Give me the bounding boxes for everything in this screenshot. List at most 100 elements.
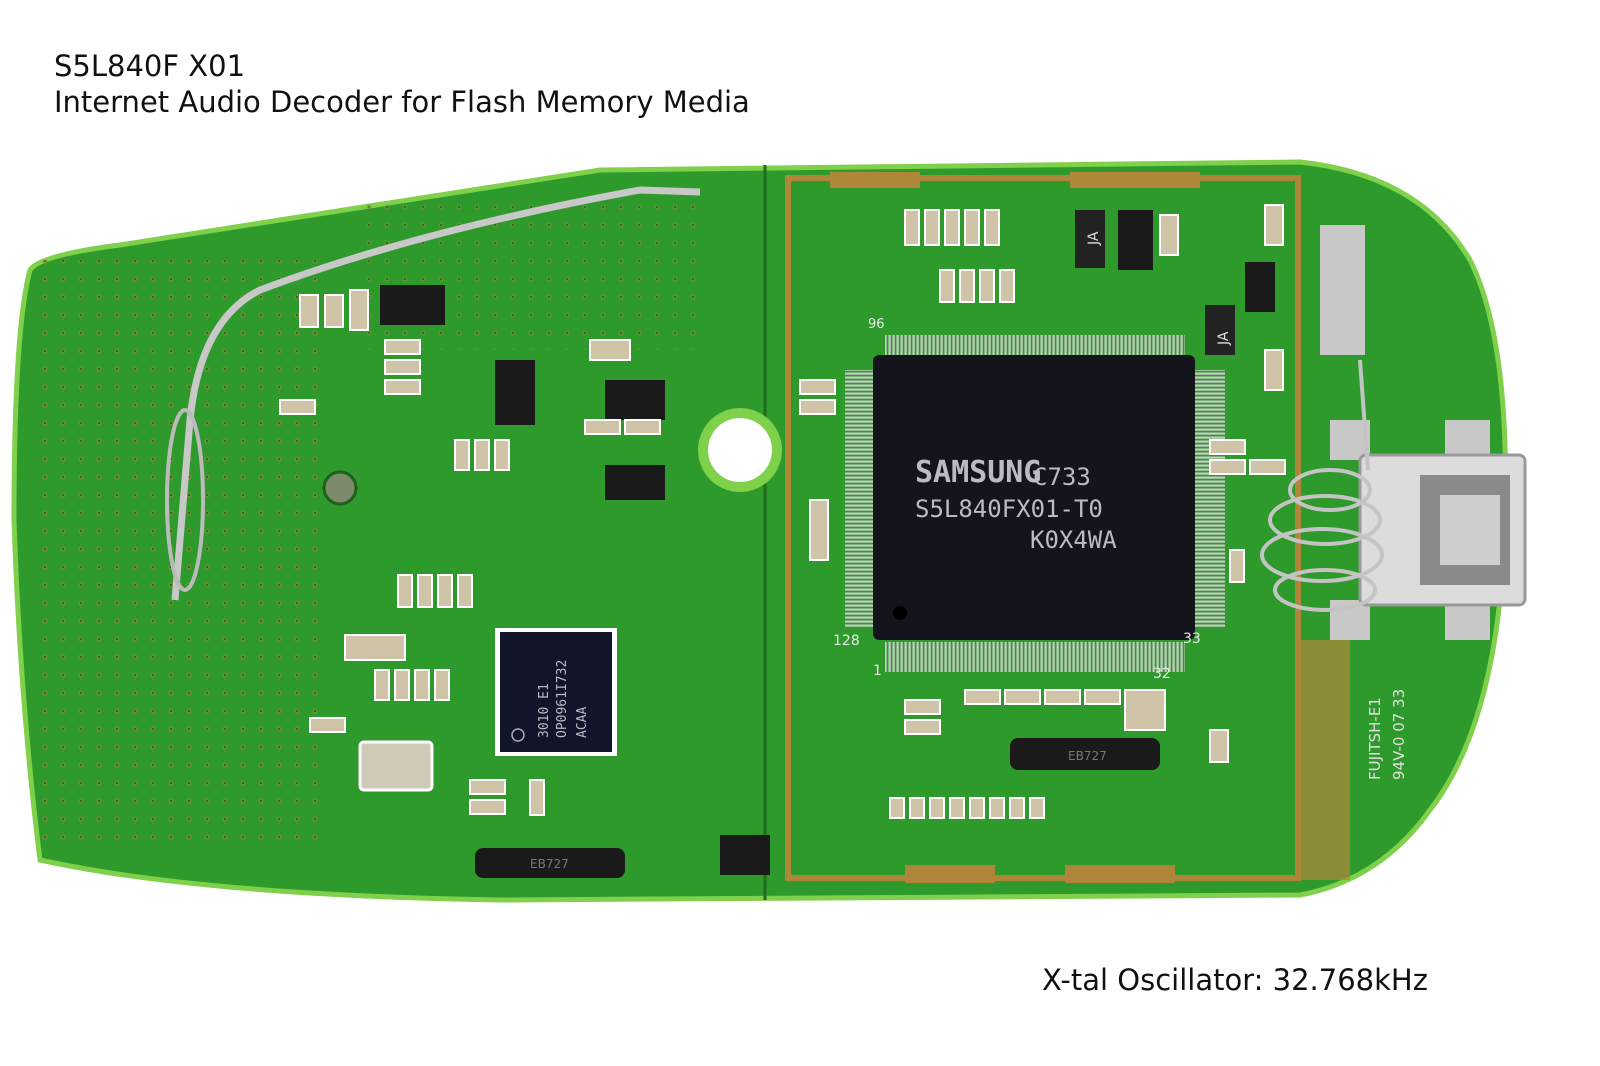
pcb-detail [1084,689,1121,705]
part-number: S5L840F X01 [54,49,246,83]
via-field [40,260,330,840]
pcb-detail [380,285,445,325]
pcb-detail [929,797,945,819]
pcb-detail [989,797,1005,819]
pcb-detail [1268,494,1382,546]
pin-label: 128 [833,633,860,649]
pcb-detail [959,269,975,303]
pcb-detail [905,865,995,883]
pcb-detail [384,379,421,395]
board-marking: FUJITSH-E1 94V-0 07 33 [1366,689,1408,780]
pin-label: 1 [873,663,882,679]
pcb-detail [1009,797,1025,819]
pcb-detail [1209,439,1246,455]
pcb-detail [1065,865,1175,883]
pcb-detail [324,294,344,328]
battery-spring [1260,359,1384,612]
pcb-detail [964,209,980,246]
pcb-detail [1118,210,1153,270]
pcb-detail [1070,172,1200,188]
pcb-detail [979,269,995,303]
pcb-detail [885,642,1185,672]
pcb-detail [904,209,920,246]
pcb-detail [845,370,875,628]
usb-connector [1330,420,1527,640]
chip-part: S5L840FX01-T0 [915,495,1103,523]
pcb-detail [1004,689,1041,705]
pcb-detail [494,439,510,471]
pcb-detail [397,574,413,608]
pcb-detail [893,606,907,620]
pcb-detail [1445,600,1490,640]
pcb-label: FUJITSH-E1 [1366,697,1384,780]
pcb-detail [384,339,421,355]
pcb-detail [1229,549,1245,583]
chip-date-code: C733 [1033,463,1091,491]
pcb-detail [589,339,631,361]
pcb-detail [605,380,665,420]
pcb-detail [457,574,473,608]
pcb-detail [939,269,955,303]
pcb-detail [1205,305,1235,355]
pcb-detail [437,574,453,608]
pcb-detail [873,355,1195,640]
pcb-detail [279,399,316,415]
pcb-detail [495,360,535,425]
pcb-label: ACAA [575,707,590,738]
pcb-detail [1029,797,1045,819]
pcb-detail [799,379,836,395]
pcb-detail [1264,204,1284,246]
pcb-detail [1195,370,1225,628]
pcb-detail [944,209,960,246]
pcb-detail [1260,527,1384,583]
pcb-label: JA [1216,331,1232,346]
pcb-detail [374,669,390,701]
pcb-detail: 3010 E1 OP0961I732 ACAA [537,660,590,738]
pcb-detail [349,289,369,331]
pcb-detail [469,779,506,795]
pcb-detail [999,269,1015,303]
pcb-label: 94V-0 07 33 [1390,689,1408,780]
secondary-chip: 3010 E1 OP0961I732 ACAA [495,628,617,756]
crystal-oscillator [358,740,434,792]
pcb-detail [984,209,1000,246]
pcb-detail [909,797,925,819]
pcb-detail [964,689,1001,705]
antenna-wire [171,186,701,601]
pcb-detail [904,719,941,735]
pcb-detail [309,717,346,733]
pcb-detail [605,465,665,500]
pcb-detail [165,408,205,592]
pcb-detail [799,399,836,415]
pcb-detail [529,779,545,816]
small-ics: JA JA EB727 EB727 [380,210,1275,878]
chip-brand: SAMSUNG [915,455,1041,490]
test-pad [322,470,358,506]
pcb-detail [454,439,470,471]
pcb-detail [414,669,430,701]
pcb-detail [1249,459,1286,475]
caption-header: S5L840F X01 Internet Audio Decoder for F… [54,48,750,120]
pcb-detail [299,294,319,328]
chip-lot: K0X4WA [1030,526,1117,554]
pcb-detail [1440,495,1500,565]
pcb-detail [1264,349,1284,391]
pcb-detail [624,419,661,435]
pcb-detail [1358,359,1370,471]
pcb-detail [969,797,985,819]
pcb-detail [1209,459,1246,475]
pcb-detail [511,728,525,742]
passive-components [279,204,1286,819]
pcb-detail [1124,689,1166,731]
pcb-detail [394,669,410,701]
pcb-detail [830,172,920,188]
battery-contact [1320,225,1365,355]
pcb-detail [1445,420,1490,460]
pcb-detail [1010,738,1160,770]
pcb-detail [889,797,905,819]
pcb-detail [584,419,621,435]
shield-frame [785,175,1301,881]
pcb-detail [434,669,450,701]
part-description: Internet Audio Decoder for Flash Memory … [54,85,750,119]
